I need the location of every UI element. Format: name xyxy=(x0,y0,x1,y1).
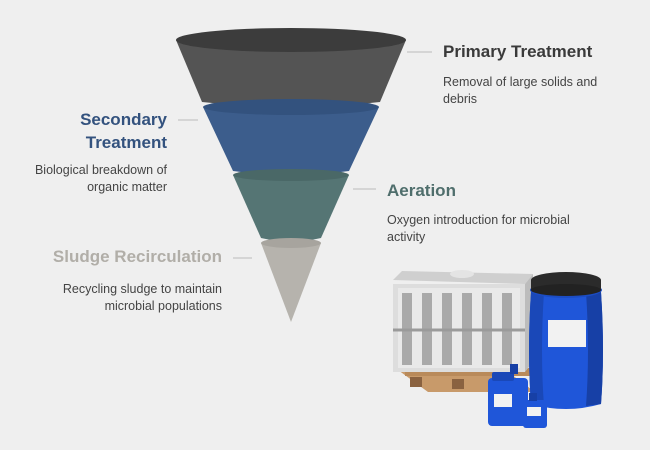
blue-canister-small xyxy=(523,393,547,428)
blue-drum xyxy=(529,272,603,409)
aeration-title: Aeration xyxy=(387,181,456,200)
secondary-treatment-description: Biological breakdown of organic matter xyxy=(34,163,167,194)
container-tanks-illustration xyxy=(393,270,603,428)
ibc-tank xyxy=(393,270,533,372)
primary-treatment-description: Removal of large solids and debris xyxy=(443,75,598,106)
sludge-recirculation-description: Recycling sludge to maintain microbial p… xyxy=(62,282,222,313)
funnel-segment-aeration xyxy=(233,169,349,242)
primary-treatment-title: Primary Treatment xyxy=(443,42,593,61)
funnel-segment-secondary xyxy=(203,99,379,175)
blue-canister-large xyxy=(488,364,528,426)
aeration-description: Oxygen introduction for microbial activi… xyxy=(387,213,570,244)
sludge-recirculation-title: Sludge Recirculation xyxy=(52,247,222,266)
funnel-segment-primary xyxy=(176,28,406,107)
funnel-segment-sludge xyxy=(261,238,321,322)
secondary-treatment-title: Secondary Treatment xyxy=(80,110,167,152)
